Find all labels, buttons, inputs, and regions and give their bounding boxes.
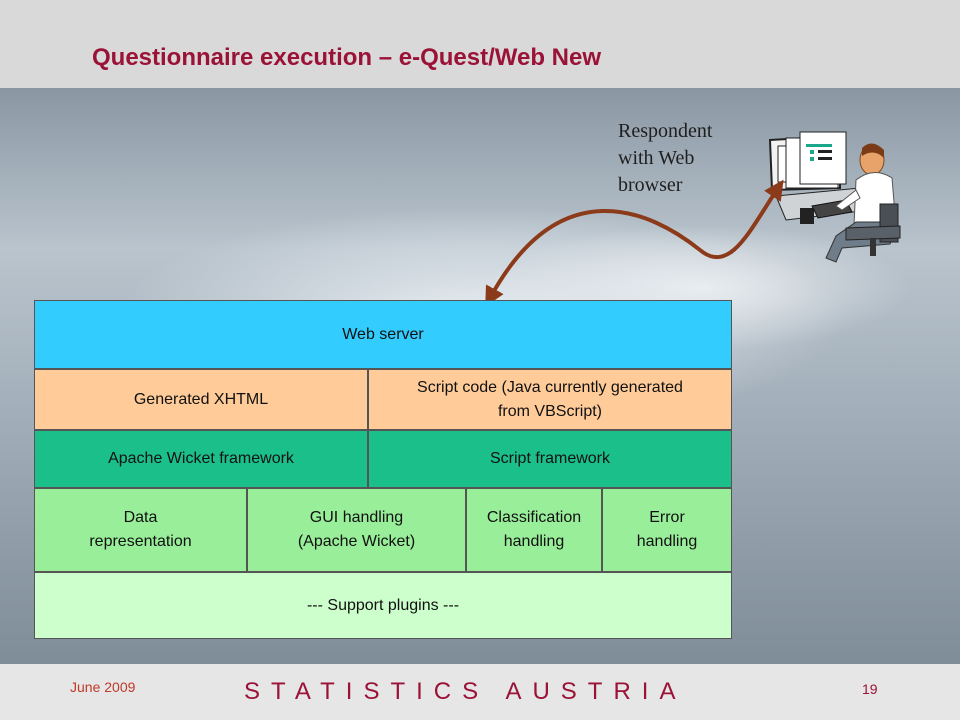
data-representation-block: Data representation: [34, 488, 247, 572]
script-code-block: Script code (Java currently generated fr…: [368, 369, 732, 430]
web-server-layer: Web server: [34, 300, 732, 369]
wicket-framework-block: Apache Wicket framework: [34, 430, 368, 488]
error-handling-block: Error handling: [602, 488, 732, 572]
footer-brand: STATISTICS AUSTRIA: [244, 678, 687, 705]
classification-handling-block: Classification handling: [466, 488, 602, 572]
footer-bar: [0, 664, 960, 720]
script-framework-block: Script framework: [368, 430, 732, 488]
slide-title: Questionnaire execution – e-Quest/Web Ne…: [92, 44, 602, 71]
support-plugins-layer: --- Support plugins ---: [34, 572, 732, 639]
gui-handling-block: GUI handling (Apache Wicket): [247, 488, 466, 572]
generated-xhtml-block: Generated XHTML: [34, 369, 368, 430]
page-number: 19: [862, 681, 878, 697]
title-bar: [0, 0, 960, 88]
footer-date: June 2009: [70, 679, 136, 695]
